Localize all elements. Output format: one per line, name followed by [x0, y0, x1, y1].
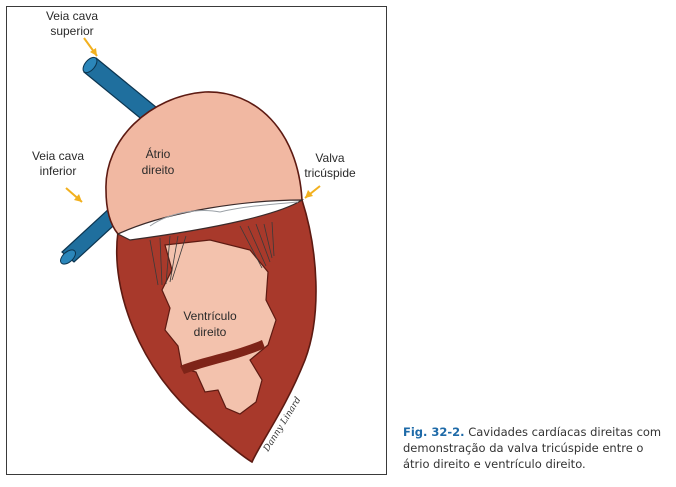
label-superior-vena-cava-line1: Veia cava	[46, 9, 98, 23]
label-superior-vena-cava-line2: superior	[50, 24, 93, 38]
label-right-atrium-line2: direito	[142, 163, 175, 177]
arrows	[65, 37, 321, 203]
ventricle-cavity	[161, 239, 277, 415]
label-tricuspid-line1: Valva	[315, 151, 344, 165]
figure-caption: Fig. 32-2. Cavidades cardíacas direitas …	[403, 424, 671, 472]
caption-figure-number: Fig. 32-2.	[403, 425, 465, 439]
label-tricuspid-line2: tricúspide	[304, 166, 356, 180]
label-inferior-vena-cava-line2: inferior	[40, 164, 77, 178]
trabecula-band	[180, 340, 265, 374]
label-right-ventricle-line1: Ventrículo	[183, 309, 237, 323]
label-right-atrium-line1: Átrio	[146, 146, 171, 161]
label-inferior-vena-cava-line1: Veia cava	[32, 149, 84, 163]
caption-text: Cavidades cardíacas direitas com demonst…	[403, 425, 662, 471]
chordae-tendineae	[149, 221, 275, 286]
tricuspid-valve	[116, 199, 305, 241]
label-right-ventricle-line2: direito	[194, 325, 227, 339]
